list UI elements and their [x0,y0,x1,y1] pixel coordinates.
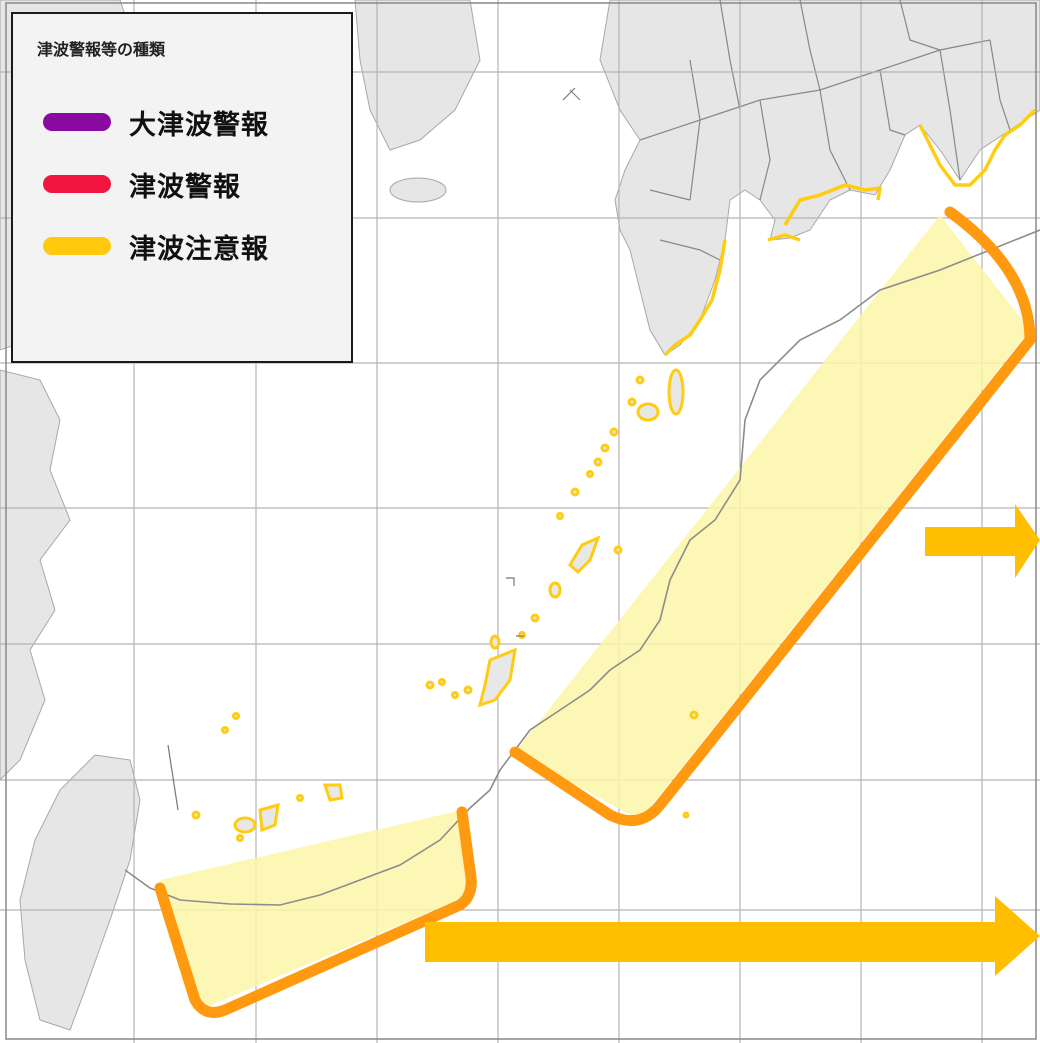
coast-shikoku [783,183,882,226]
legend-swatch-yellow [43,237,111,255]
arrow-east-upper [925,504,1040,578]
prefecture-borders [569,0,1011,261]
legend-item-tsunami-warning: 津波警報 [43,164,241,204]
island-miyako [322,783,344,802]
coast-kyushu-east [663,239,727,357]
island-ishigaki [258,802,280,833]
legend-title: 津波警報等の種類 [37,40,166,59]
legend-panel: 津波警報等の種類 大津波警報 津波警報 津波注意報 [11,12,353,363]
island-amami [568,535,601,575]
alert-zone-fills [160,215,1030,1010]
legend-swatch-purple [43,113,111,131]
alert-zone-south [160,810,470,1010]
outline-north [509,206,1036,827]
korea [354,0,481,151]
trench-line [124,229,1040,906]
outline-south [154,806,477,1018]
alert-zone-north [515,215,1030,820]
island-iriomote [233,816,257,834]
legend-label: 大津波警報 [129,109,269,141]
coast-shikoku-west [767,233,801,242]
jeju-island [389,177,447,203]
arrow-east-lower [425,896,1040,976]
legend-label: 津波注意報 [129,233,269,265]
legend-item-tsunami-advisory: 津波注意報 [43,226,269,266]
island-tanegashima [667,368,685,416]
taiwan [19,754,141,1031]
islands [191,368,699,842]
legend-label: 津波警報 [129,171,241,203]
island-okinawa [477,647,517,708]
arrows [425,504,1040,976]
boundary-marks [167,87,576,811]
advisory-coastlines [663,108,1037,357]
legend-swatch-red [43,175,111,193]
island-yakushima [636,402,660,422]
alert-zone-outlines [154,206,1036,1018]
legend-item-major-tsunami-warning: 大津波警報 [43,102,269,142]
coast-kochi-mie [918,108,1037,187]
china-coast [0,369,71,781]
